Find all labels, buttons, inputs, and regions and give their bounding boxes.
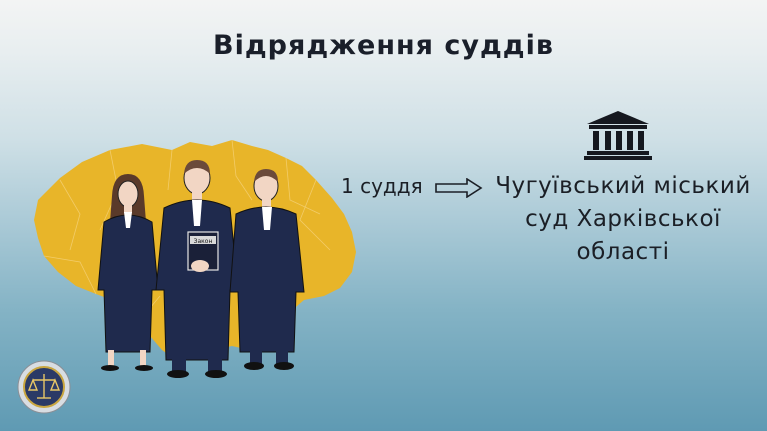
- judiciary-emblem-icon: [17, 360, 71, 414]
- courthouse-building-icon: [584, 111, 652, 160]
- female-judge-figure: [97, 174, 159, 371]
- slide-title: Відрядження суддів: [213, 30, 554, 61]
- male-judge-right-figure: [229, 169, 305, 370]
- judge-count-label: 1 суддя: [341, 174, 423, 198]
- arrow-right-outline-icon: [435, 178, 483, 198]
- book-label: Закон: [194, 238, 213, 245]
- court-name-text: Чугуївський міський суд Харківської обла…: [495, 173, 751, 265]
- male-judge-center-figure: Закон: [155, 160, 239, 378]
